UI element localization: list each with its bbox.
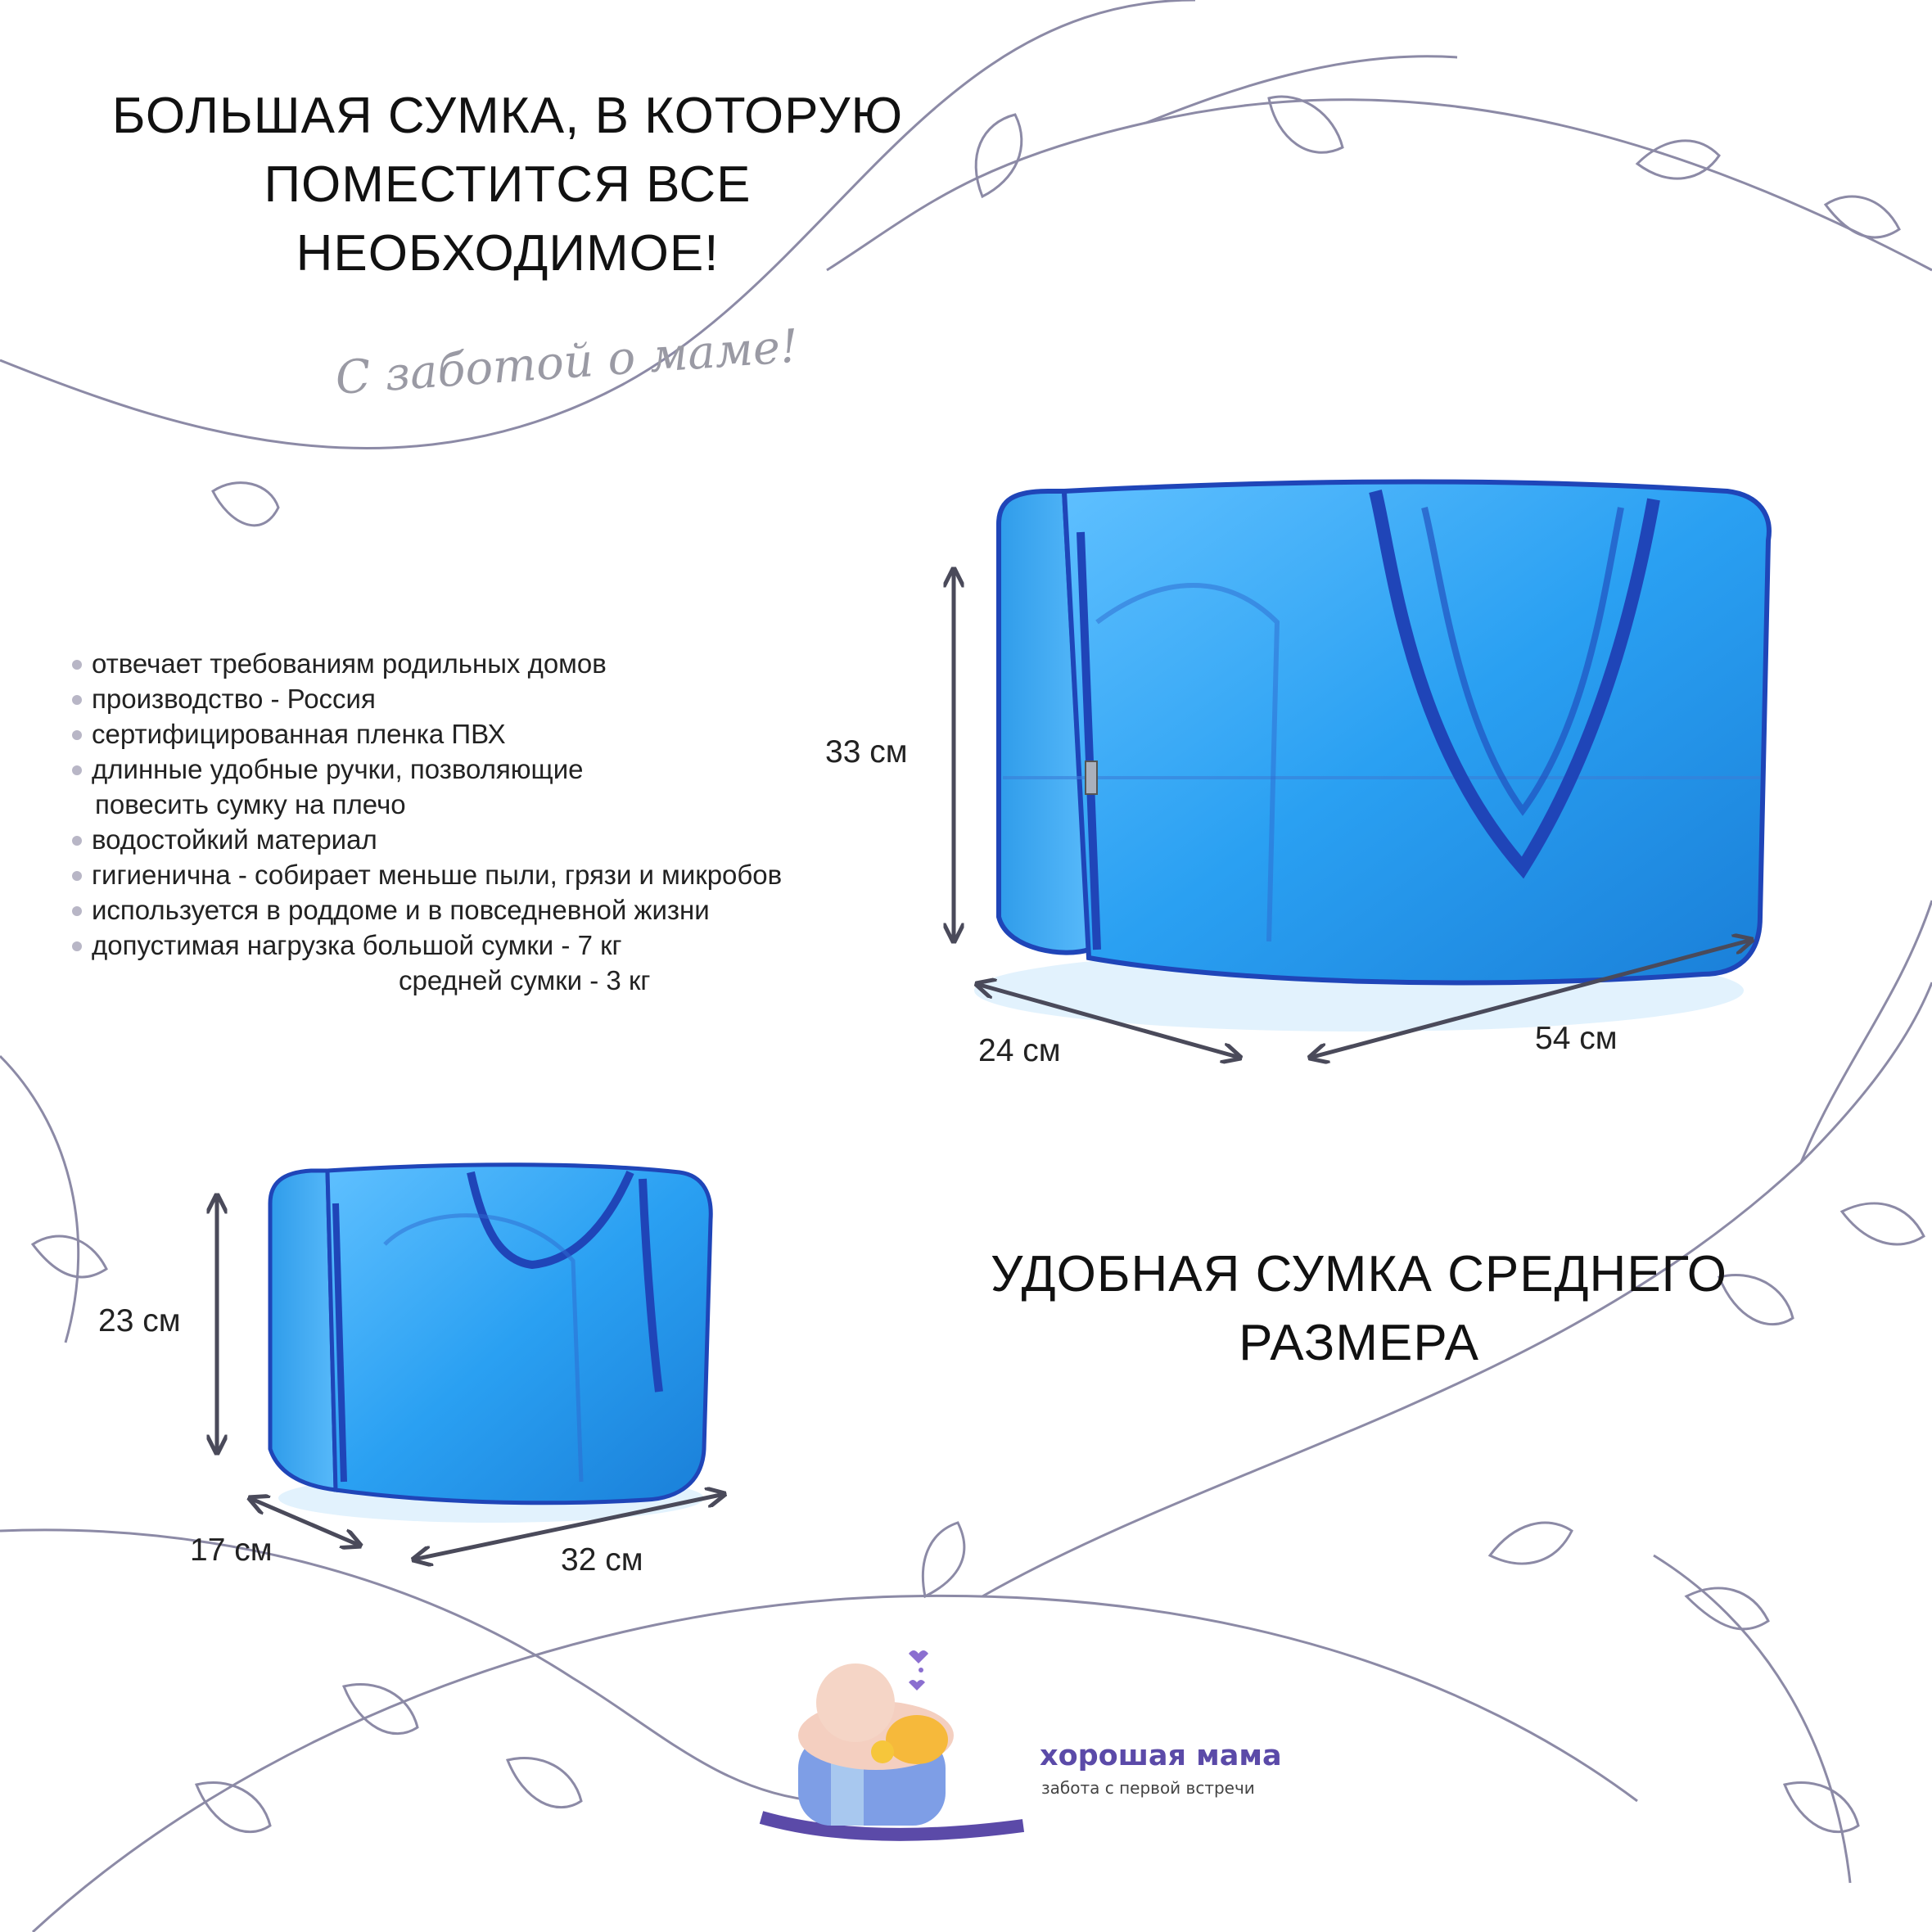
large-bag-depth-label: 24 см [978, 1033, 1061, 1068]
feature-list: отвечает требованиям родильных домов про… [67, 646, 782, 998]
medium-bag-height-label: 23 см [98, 1303, 181, 1338]
medium-bag-headline: УДОБНАЯ СУМКА СРЕДНЕГО РАЗМЕРА [950, 1240, 1768, 1378]
brand-name: хорошая мама [1040, 1740, 1282, 1772]
large-bag-headline-line1: БОЛЬШАЯ СУМКА, В КОТОРУЮ [111, 88, 904, 144]
feature-item: гигиенична - собирает меньше пыли, грязи… [67, 857, 782, 892]
brand-slogan: забота с первой встречи [1041, 1778, 1255, 1798]
medium-bag-headline-line2: РАЗМЕРА [1239, 1315, 1479, 1371]
leaf-decoration [30, 95, 1925, 1834]
feature-item: используется в роддоме и в повседневной … [67, 892, 782, 928]
large-bag-headline-line2: ПОМЕСТИТСЯ ВСЕ [264, 156, 752, 213]
large-bag-dimension-arrows [954, 569, 1752, 1058]
feature-item-continuation: средней сумки - 3 кг [399, 965, 651, 995]
feature-item-continuation: повесить сумку на плечо [95, 789, 406, 819]
large-bag-headline-line3: НЕОБХОДИМОЕ! [296, 225, 720, 282]
feature-item: производство - Россия [67, 681, 782, 716]
feature-item: длинные удобные ручки, позволяющие [67, 752, 782, 787]
medium-bag-dimension-arrows [217, 1195, 724, 1560]
medium-bag-headline-line1: УДОБНАЯ СУМКА СРЕДНЕГО [991, 1246, 1727, 1302]
medium-bag-image [268, 1162, 713, 1523]
large-bag-headline: БОЛЬШАЯ СУМКА, В КОТОРУЮ ПОМЕСТИТСЯ ВСЕ … [49, 82, 966, 288]
medium-bag-width-label: 32 см [561, 1542, 643, 1578]
medium-bag-depth-label: 17 см [190, 1533, 273, 1568]
large-bag-image [974, 479, 1772, 1031]
feature-item: водостойкий материал [67, 822, 782, 857]
feature-item: отвечает требованиям родильных домов [67, 646, 782, 681]
large-bag-width-label: 54 см [1535, 1021, 1618, 1056]
brand-logo-illustration [759, 1650, 1025, 1841]
large-bag-height-label: 33 см [825, 734, 908, 770]
feature-item: допустимая нагрузка большой сумки - 7 кг [67, 928, 782, 963]
feature-item: сертифицированная пленка ПВХ [67, 716, 782, 752]
